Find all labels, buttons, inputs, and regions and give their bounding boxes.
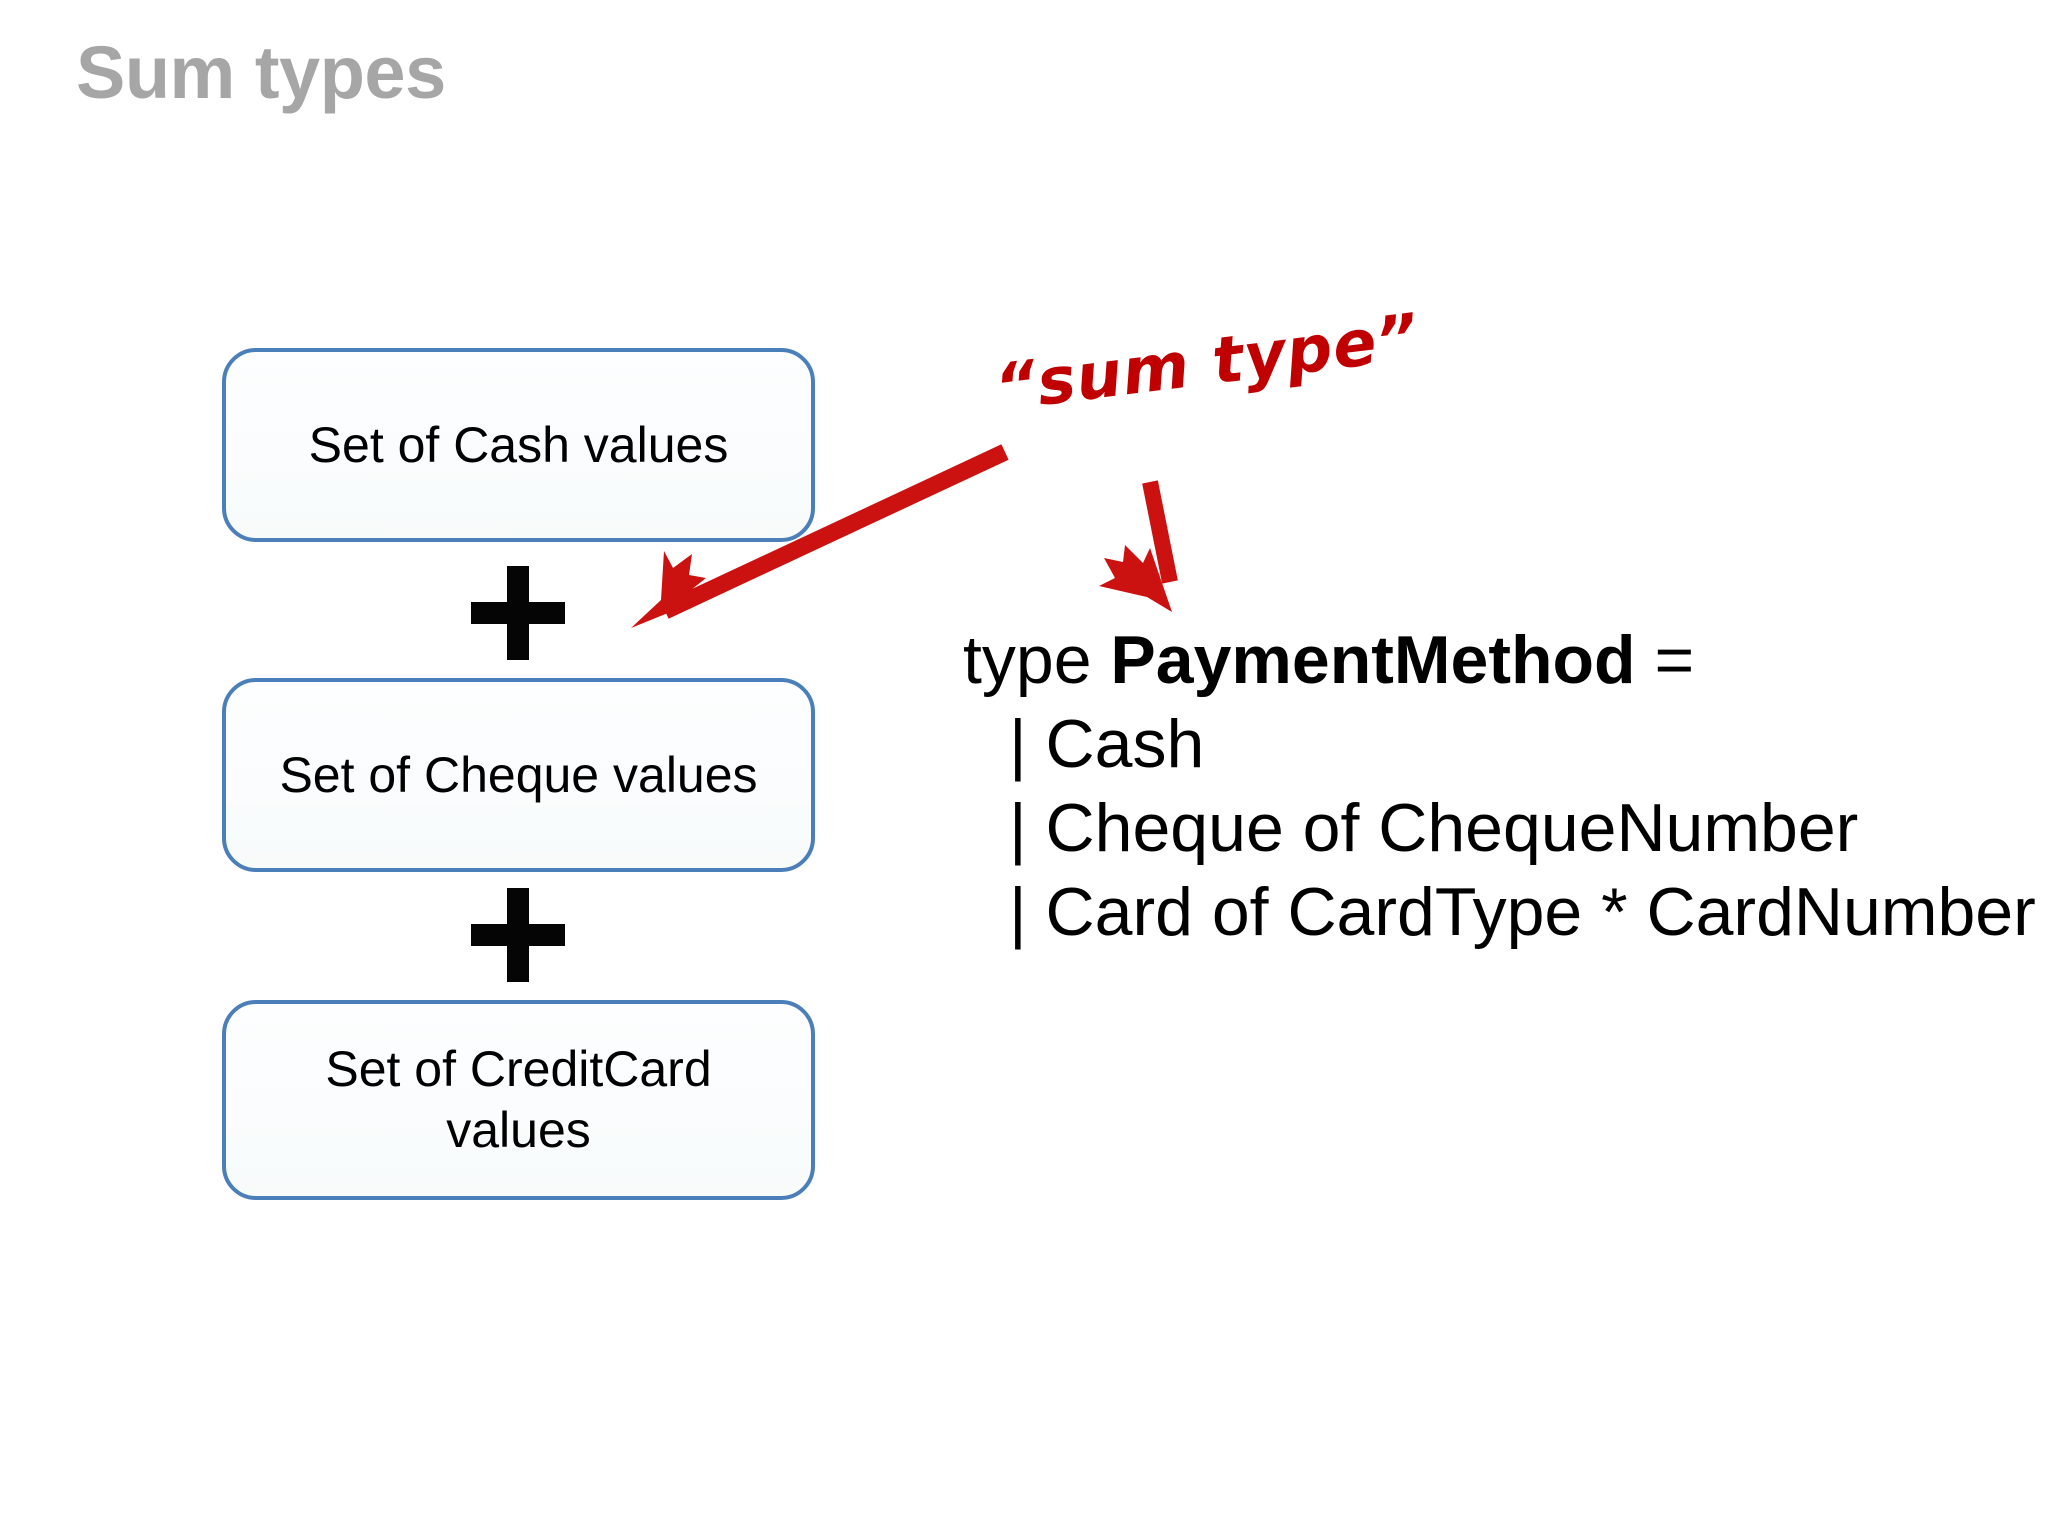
arrow-to-code-icon <box>1099 480 1178 612</box>
page-title: Sum types <box>76 31 446 114</box>
code-line-case-cash: | Cash <box>1009 706 1205 782</box>
handwritten-sum-type-label: “sum type” <box>990 300 1424 426</box>
code-block: type PaymentMethod = | Cash | Cheque of … <box>963 618 2036 954</box>
set-box-cheque: Set of Cheque values <box>222 678 815 872</box>
code-type-name: PaymentMethod <box>1110 622 1636 698</box>
code-keyword-type: type <box>963 622 1111 698</box>
code-line-type-declaration: type PaymentMethod = <box>963 618 2036 702</box>
code-line-case-cheque: | Cheque of ChequeNumber <box>1009 790 1859 866</box>
code-equals: = <box>1635 622 1695 698</box>
plus-operator-1 <box>465 558 575 668</box>
code-line-case-card: | Card of CardType * CardNumber <box>1009 874 2036 950</box>
set-box-creditcard: Set of CreditCard values <box>222 1000 815 1200</box>
set-diagram: Set of Cash values Set of Cheque values … <box>0 0 900 1300</box>
plus-operator-2 <box>465 880 575 990</box>
set-box-cash: Set of Cash values <box>222 348 815 542</box>
